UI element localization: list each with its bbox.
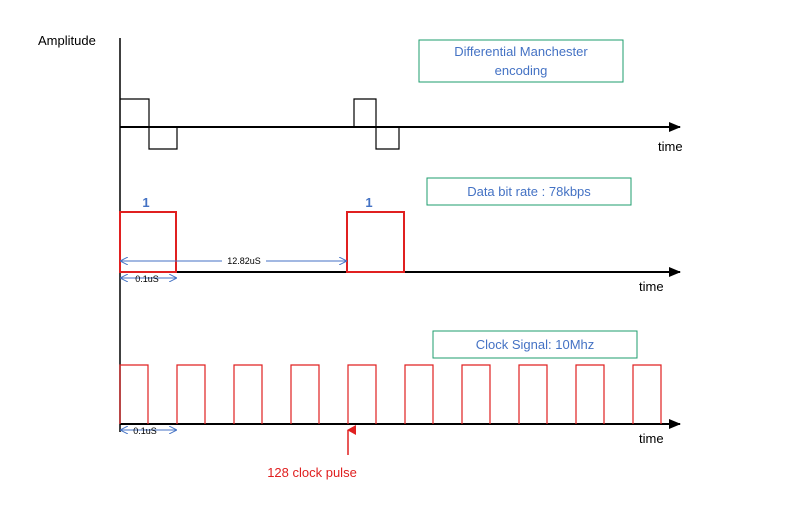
clock-pulse-5 bbox=[347, 364, 377, 424]
clock-signal bbox=[119, 364, 662, 424]
bitrate-box bbox=[426, 177, 632, 206]
data-bit-1 bbox=[119, 211, 177, 273]
time-label-clock: time bbox=[639, 431, 664, 446]
time-label-data: time bbox=[639, 279, 664, 294]
interval-label-bg bbox=[222, 254, 266, 267]
clock-pulse-8 bbox=[518, 364, 548, 424]
clock-pulse-note: 128 clock pulse bbox=[267, 465, 357, 480]
time-label-manchester: time bbox=[658, 139, 683, 154]
bit-value-label-1: 1 bbox=[142, 195, 149, 210]
clock-label: Clock Signal: 10Mhz bbox=[476, 337, 595, 352]
clock-pulse-9 bbox=[575, 364, 605, 424]
clock-pulse-1 bbox=[119, 364, 149, 424]
data-bit-2 bbox=[346, 211, 405, 273]
title-box bbox=[418, 39, 624, 83]
clock-pulse-6 bbox=[404, 364, 434, 424]
clock-pulse-3 bbox=[233, 364, 263, 424]
clock-pulse-10 bbox=[632, 364, 662, 424]
amplitude-label: Amplitude bbox=[38, 33, 96, 48]
clock-box bbox=[432, 330, 638, 359]
clock-pulse-2 bbox=[176, 364, 206, 424]
clock-pulse-4 bbox=[290, 364, 320, 424]
bit-value-label-2: 1 bbox=[365, 195, 372, 210]
manchester-symbol-1 bbox=[120, 98, 178, 150]
clock-pulse-7 bbox=[461, 364, 491, 424]
interval-label-short-clock: 0.1uS bbox=[133, 426, 157, 436]
title-line-2: encoding bbox=[495, 63, 548, 78]
title-line-1: Differential Manchester bbox=[454, 44, 588, 59]
bitrate-label: Data bit rate : 78kbps bbox=[467, 184, 591, 199]
interval-label-long: 12.82uS bbox=[227, 256, 261, 266]
interval-label-short-data: 0.1uS bbox=[135, 274, 159, 284]
manchester-symbol-2 bbox=[353, 98, 400, 150]
